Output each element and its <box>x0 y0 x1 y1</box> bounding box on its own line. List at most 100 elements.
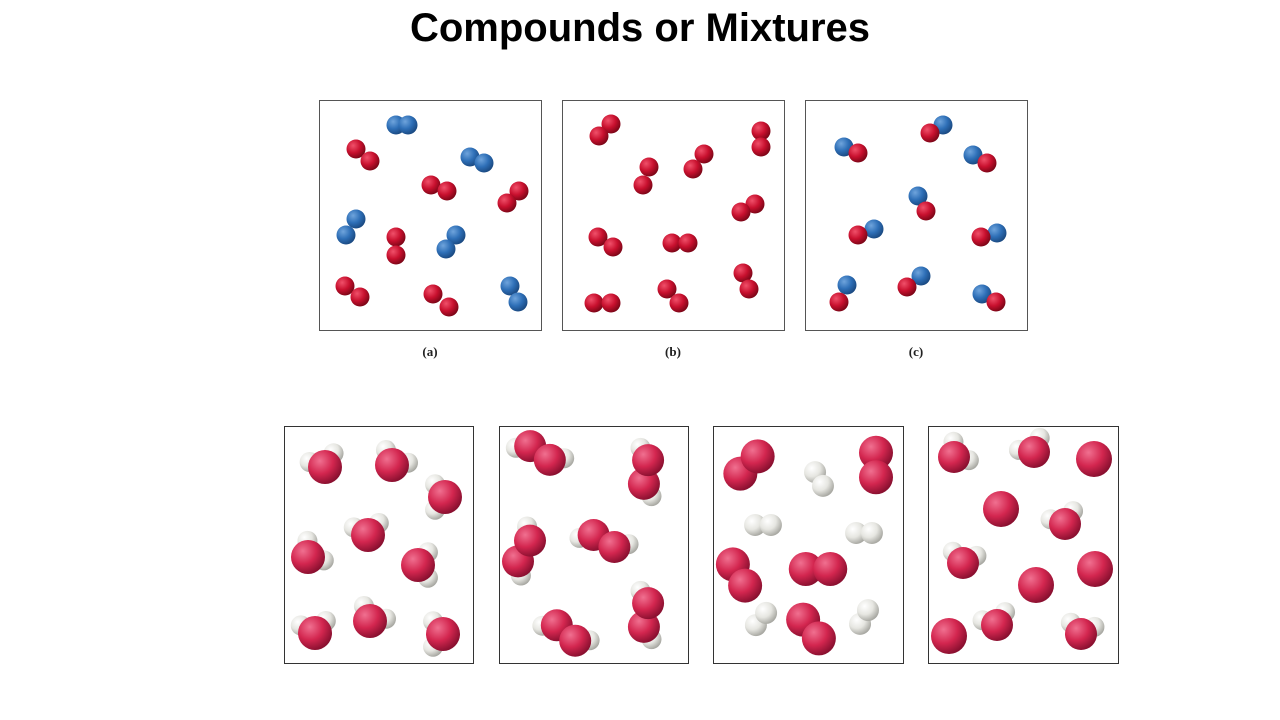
red-atom <box>829 292 849 312</box>
red-atom <box>745 194 765 214</box>
oxygen-atom <box>788 552 823 586</box>
red-atom <box>920 123 940 143</box>
red-atom <box>694 144 714 164</box>
red-atom <box>639 157 659 177</box>
oxygen-atom <box>801 621 836 656</box>
oxygen-atom <box>291 540 325 574</box>
blue-atom <box>837 275 857 295</box>
oxygen-atom <box>859 435 893 470</box>
red-atom <box>584 293 604 313</box>
red-atom <box>423 284 443 304</box>
panel-c <box>805 100 1028 331</box>
red-atom <box>916 201 936 221</box>
hydrogen-atom <box>744 514 767 536</box>
red-atom <box>589 126 609 146</box>
oxygen-atom <box>627 467 660 500</box>
blue-atom <box>346 209 366 229</box>
panel-peroxide <box>499 426 689 664</box>
oxygen-atom <box>813 552 848 586</box>
oxygen-atom <box>632 587 665 620</box>
red-atom <box>977 153 997 173</box>
red-atom <box>509 181 529 201</box>
hydrogen-atom <box>860 522 883 544</box>
blue-atom <box>987 223 1007 243</box>
oxygen-atom <box>533 443 566 476</box>
oxygen-atom <box>728 568 763 603</box>
panel-gas-mixture-molecules <box>715 435 893 656</box>
red-atom <box>346 139 366 159</box>
panel-peroxide-molecules <box>502 430 665 657</box>
page-title: Compounds or Mixtures <box>409 6 871 50</box>
oxygen-atom <box>627 610 660 643</box>
oxygen-atom <box>514 524 546 557</box>
blue-atom <box>398 115 418 135</box>
oxygen-atom <box>740 439 775 474</box>
hydrogen-atom <box>811 474 834 497</box>
red-atom <box>350 287 370 307</box>
oxygen-atom <box>859 460 893 495</box>
blue-atom <box>911 266 931 286</box>
blue-atom <box>963 145 983 165</box>
oxygen-atom <box>1049 508 1081 540</box>
oxygen-atom <box>1018 567 1054 603</box>
panel-gas-mixture <box>713 426 904 664</box>
red-atom <box>986 292 1006 312</box>
hydrogen-atom <box>759 514 782 536</box>
oxygen-atom <box>632 444 665 477</box>
oxygen-atom <box>1077 551 1113 587</box>
red-atom <box>360 151 380 171</box>
red-atom <box>739 279 759 299</box>
red-atom <box>633 175 653 195</box>
oxygen-atom <box>298 616 332 650</box>
oxygen-atom <box>931 618 967 654</box>
blue-atom <box>474 153 494 173</box>
panel-water-molecules <box>290 440 462 657</box>
caption-b: (b) <box>665 344 681 359</box>
hydrogen-atom <box>845 522 868 544</box>
red-atom <box>437 181 457 201</box>
panel-water <box>284 426 474 664</box>
red-atom <box>669 293 689 313</box>
panel-b-molecules <box>584 114 771 313</box>
red-atom <box>657 279 677 299</box>
oxygen-atom <box>426 617 460 651</box>
red-atom <box>335 276 355 296</box>
oxygen-atom <box>598 531 631 563</box>
red-atom <box>678 233 698 253</box>
red-atom <box>733 263 753 283</box>
red-atom <box>601 293 621 313</box>
oxygen-atom <box>938 441 970 473</box>
red-atom <box>497 193 517 213</box>
caption-c: (c) <box>908 344 924 359</box>
oxygen-atom <box>981 609 1013 641</box>
red-atom <box>386 245 406 265</box>
oxygen-atom <box>401 548 435 582</box>
hydrogen-atom <box>755 601 778 624</box>
blue-atom <box>972 284 992 304</box>
red-atom <box>421 175 441 195</box>
blue-atom <box>500 276 520 296</box>
oxygen-atom <box>1076 441 1112 477</box>
red-atom <box>751 137 771 157</box>
oxygen-atom <box>1018 436 1050 468</box>
red-atom <box>897 277 917 297</box>
blue-atom <box>446 225 466 245</box>
oxygen-atom <box>308 450 342 484</box>
panel-water-oxygen <box>928 426 1119 664</box>
red-atom <box>439 297 459 317</box>
red-atom <box>601 114 621 134</box>
panel-water-oxygen-molecules <box>931 427 1113 654</box>
blue-atom <box>908 186 928 206</box>
panel-a-molecules <box>335 115 529 317</box>
red-atom <box>386 227 406 247</box>
oxygen-atom <box>351 518 385 552</box>
oxygen-atom <box>353 604 387 638</box>
hydrogen-atom <box>856 599 879 622</box>
blue-atom <box>336 225 356 245</box>
blue-atom <box>436 239 456 259</box>
caption-a: (a) <box>422 344 438 359</box>
blue-atom <box>508 292 528 312</box>
panel-a <box>319 100 542 331</box>
oxygen-atom <box>983 491 1019 527</box>
oxygen-atom <box>375 448 409 482</box>
